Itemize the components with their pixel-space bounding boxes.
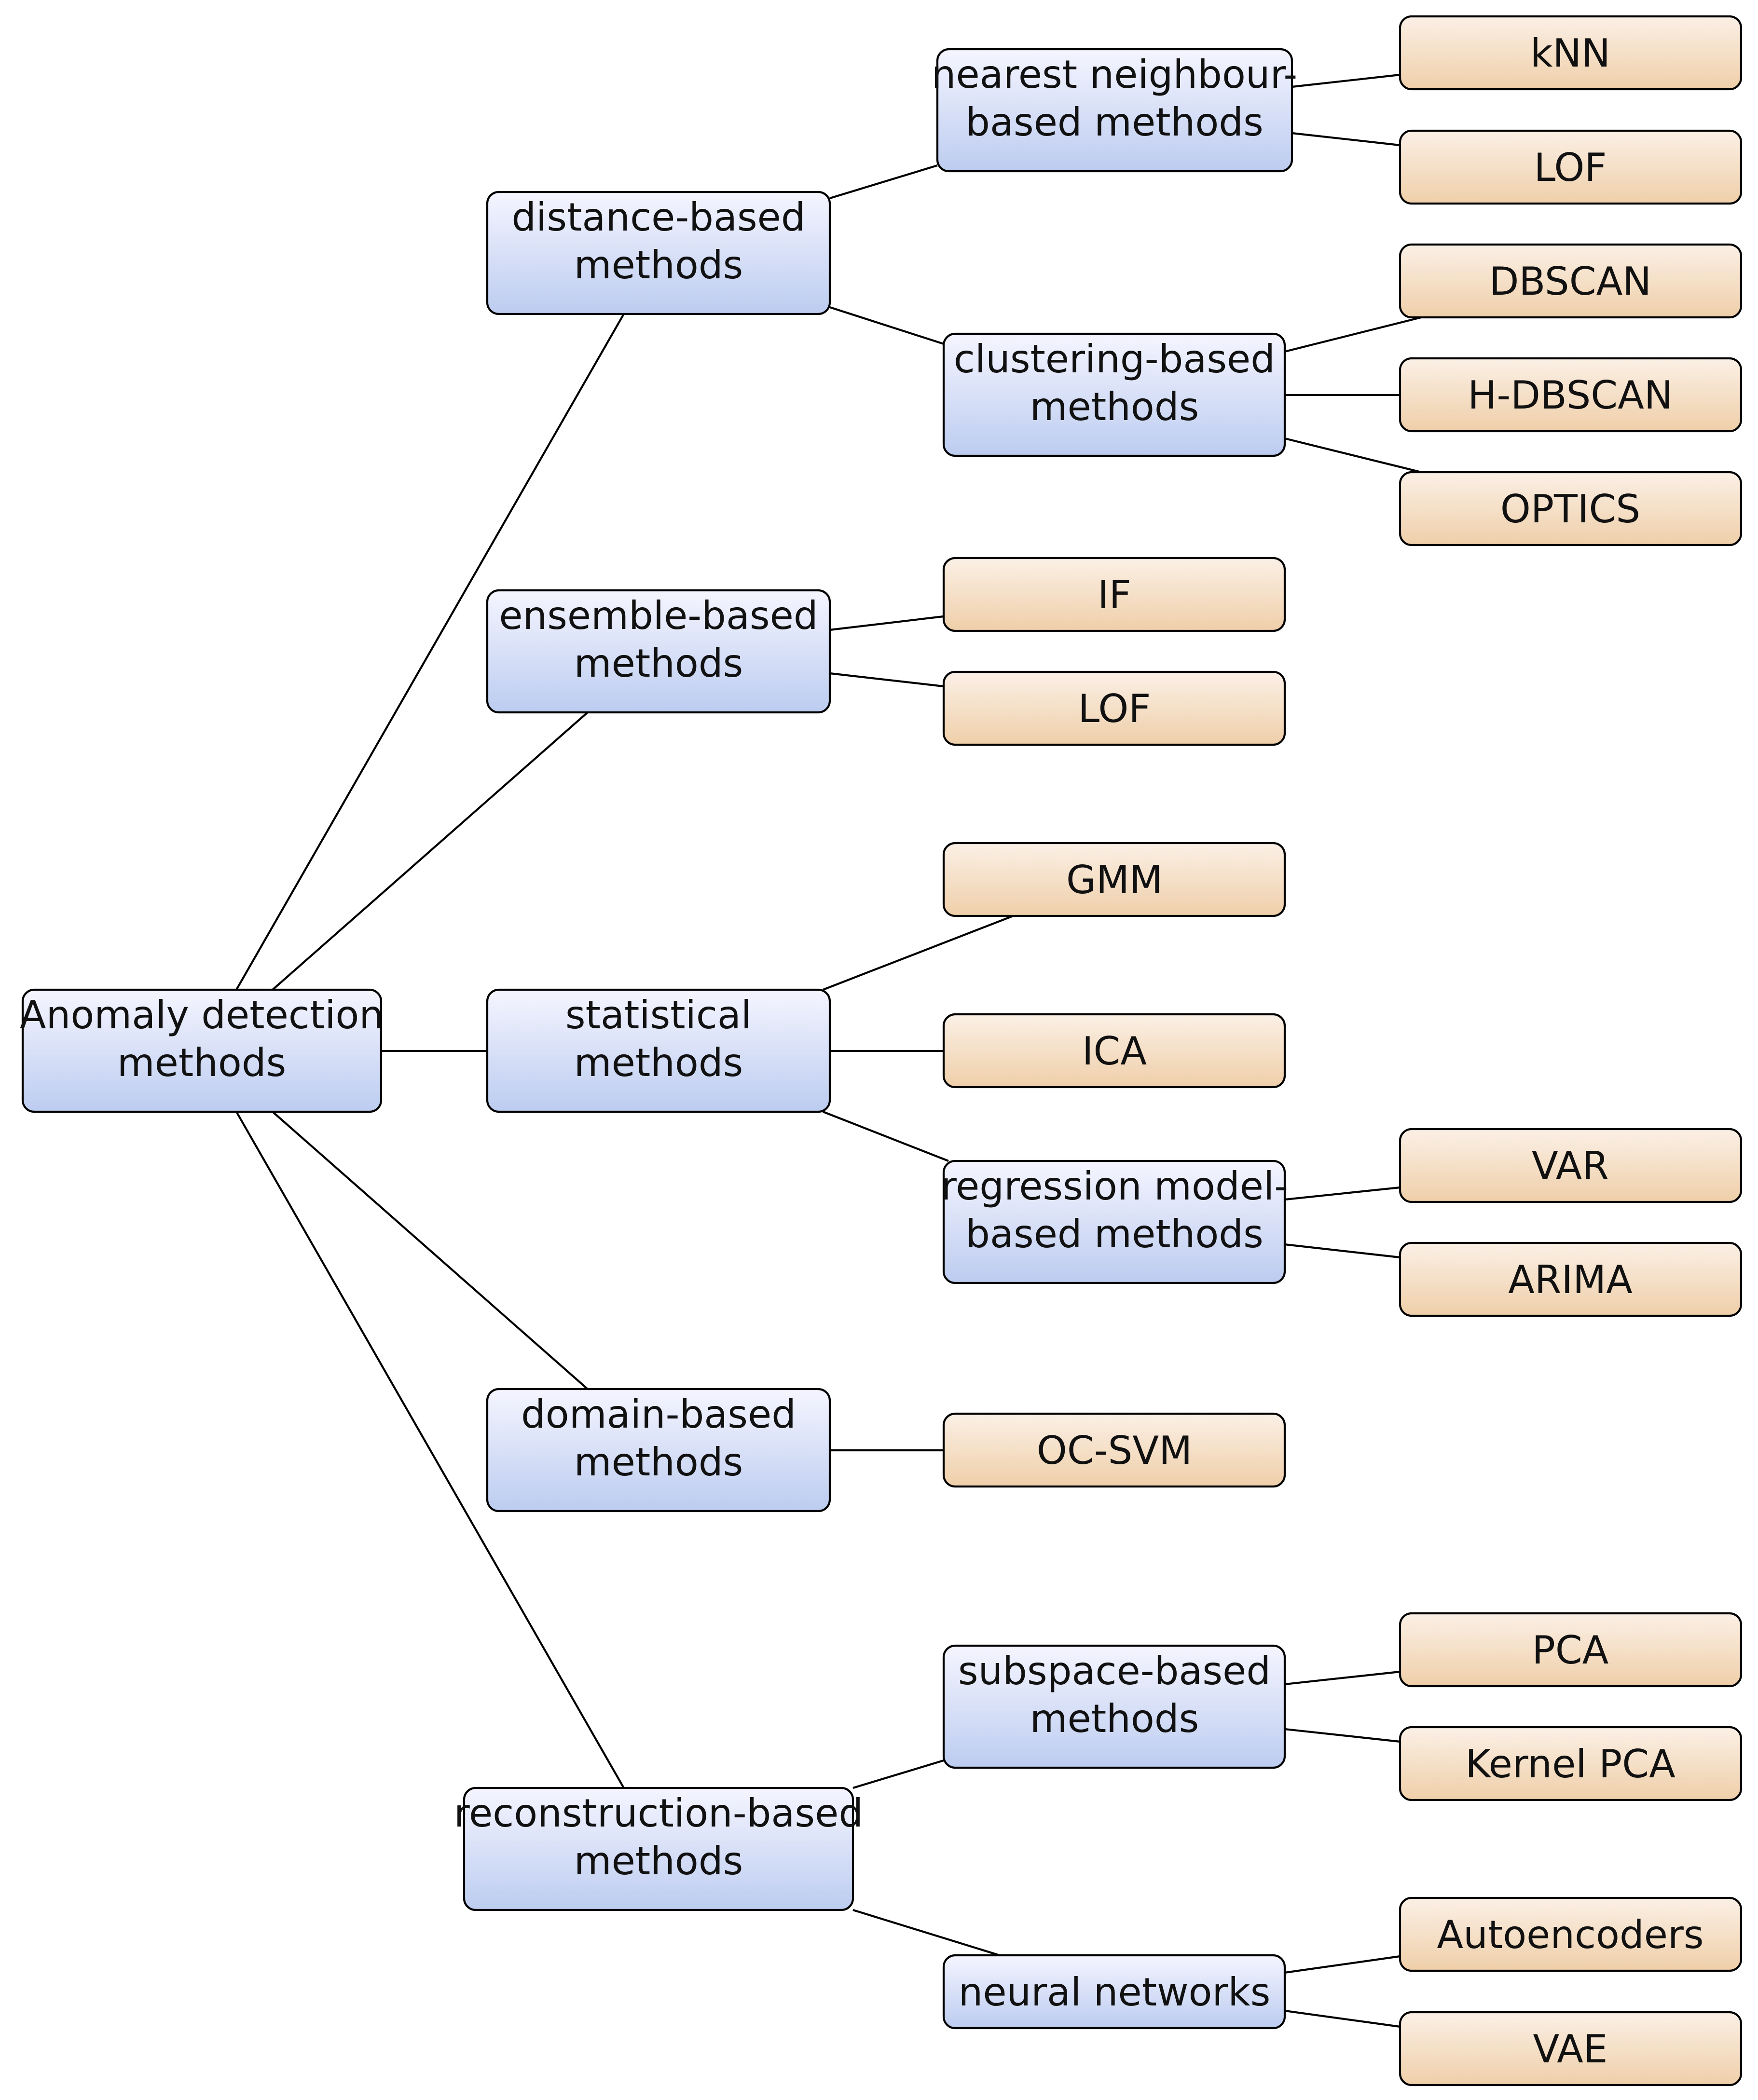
svg-text:PCA: PCA bbox=[1532, 1628, 1609, 1673]
svg-text:neural networks: neural networks bbox=[959, 1970, 1271, 2015]
node-regression-model-based-methods: regression model-based methods bbox=[941, 1159, 1288, 1284]
connector-lines bbox=[235, 73, 1422, 2028]
svg-text:Autoencoders: Autoencoders bbox=[1437, 1912, 1703, 1957]
connector-subspace-to-kpca bbox=[1284, 1728, 1401, 1743]
node-lof-ensemble: LOF bbox=[942, 670, 1286, 746]
node-lof-nearest-neighbour: LOF bbox=[1399, 129, 1743, 205]
svg-text:VAE: VAE bbox=[1533, 2027, 1608, 2072]
node-dbscan: DBSCAN bbox=[1399, 243, 1743, 319]
connector-distance-to-nn bbox=[829, 164, 938, 200]
svg-text:regression model-based methods: regression model-based methods bbox=[941, 1164, 1288, 1256]
node-arima: ARIMA bbox=[1399, 1241, 1743, 1317]
connector-clustering-to-dbscan bbox=[1284, 316, 1422, 353]
connector-distance-to-clustering bbox=[829, 306, 944, 345]
connector-neural-to-vae bbox=[1284, 2009, 1401, 2028]
svg-text:kNN: kNN bbox=[1530, 31, 1610, 76]
connector-regression-to-arima bbox=[1284, 1243, 1401, 1259]
svg-text:ARIMA: ARIMA bbox=[1508, 1257, 1633, 1302]
connector-nn-to-knn bbox=[1291, 73, 1401, 88]
connector-neural-to-autoenc bbox=[1284, 1955, 1401, 1974]
node-nearest-neighbour-based-methods: nearest neighbour-based methods bbox=[932, 48, 1297, 173]
connector-root-to-ensemble bbox=[272, 711, 589, 991]
node-kernel-pca: Kernel PCA bbox=[1399, 1726, 1743, 1801]
node-var: VAR bbox=[1399, 1128, 1743, 1203]
connector-root-to-distance bbox=[235, 313, 625, 991]
connector-ensemble-to-lof2 bbox=[829, 672, 944, 688]
node-autoencoders: Autoencoders bbox=[1399, 1896, 1743, 1972]
svg-text:Kernel PCA: Kernel PCA bbox=[1465, 1742, 1676, 1786]
connector-reconstruction-to-neural bbox=[852, 1909, 1000, 1957]
svg-text:LOF: LOF bbox=[1078, 686, 1151, 731]
node-oc-svm: OC-SVM bbox=[942, 1412, 1286, 1488]
svg-text:ICA: ICA bbox=[1082, 1029, 1147, 1074]
node-knn: kNN bbox=[1399, 15, 1743, 91]
svg-text:LOF: LOF bbox=[1534, 145, 1607, 190]
connector-regression-to-var bbox=[1284, 1186, 1401, 1201]
connector-subspace-to-pca bbox=[1284, 1670, 1401, 1686]
connector-root-to-domain bbox=[272, 1111, 589, 1390]
connector-root-to-reconstruction bbox=[235, 1111, 625, 1789]
svg-text:VAR: VAR bbox=[1532, 1144, 1609, 1188]
node-ica: ICA bbox=[942, 1013, 1286, 1089]
svg-text:nearest neighbour-based method: nearest neighbour-based methods bbox=[932, 52, 1297, 145]
svg-text:IF: IF bbox=[1098, 573, 1131, 617]
svg-text:OC-SVM: OC-SVM bbox=[1037, 1428, 1192, 1473]
node-optics: OPTICS bbox=[1399, 471, 1743, 546]
node-isolation-forest: IF bbox=[942, 557, 1286, 632]
node-h-dbscan: H-DBSCAN bbox=[1399, 357, 1743, 433]
node-gmm: GMM bbox=[942, 842, 1286, 917]
connector-clustering-to-optics bbox=[1284, 437, 1422, 474]
connector-statistical-to-gmm bbox=[823, 915, 1014, 991]
connector-ensemble-to-iforest bbox=[829, 615, 944, 631]
connector-reconstruction-to-subspace bbox=[852, 1758, 949, 1789]
svg-text:H-DBSCAN: H-DBSCAN bbox=[1468, 373, 1673, 418]
connector-nn-to-lof1 bbox=[1291, 132, 1401, 147]
node-pca: PCA bbox=[1399, 1612, 1743, 1688]
node-neural-networks: neural networks bbox=[942, 1954, 1286, 2030]
node-vae: VAE bbox=[1399, 2011, 1743, 2086]
svg-text:GMM: GMM bbox=[1066, 858, 1163, 902]
svg-text:DBSCAN: DBSCAN bbox=[1489, 259, 1651, 304]
connector-statistical-to-regression bbox=[823, 1111, 949, 1162]
svg-text:OPTICS: OPTICS bbox=[1500, 487, 1640, 532]
